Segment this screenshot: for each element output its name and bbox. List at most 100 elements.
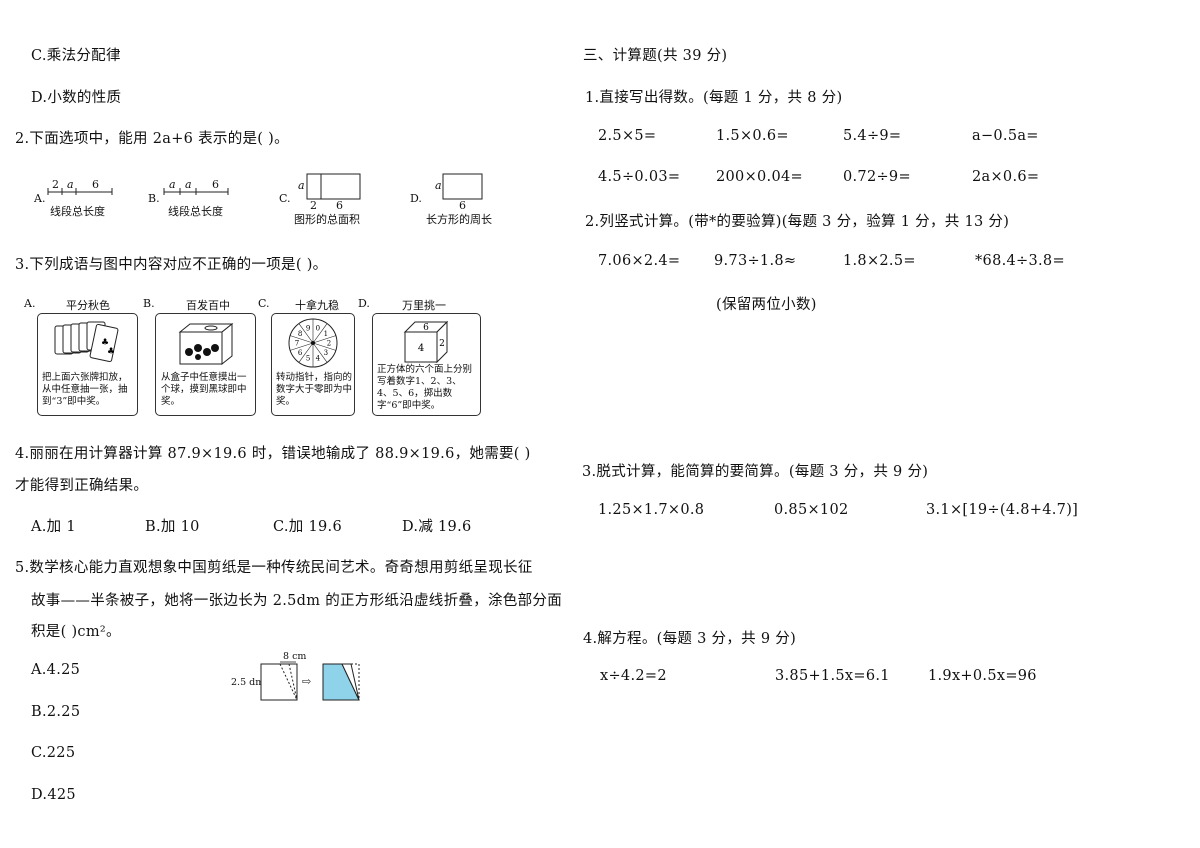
calc1-r1-c1: 2.5×5= [598,128,657,144]
calc4-c1: x÷4.2=2 [600,668,667,684]
calc2-c4: *68.4÷3.8= [975,253,1065,269]
q3-stem: 3.下列成语与图中内容对应不正确的一项是( )。 [15,257,328,273]
calc1-r2-c1: 4.5÷0.03= [598,169,681,185]
spinner-digit: 4 [316,355,321,363]
spinner-digit: 8 [298,330,302,338]
q2-opt-c-side: a [298,179,305,192]
arrow-right-icon: ⇨ [302,675,312,688]
q3-card-b-title: 百发百中 [186,299,230,312]
calc4-c2: 3.85+1.5x=6.1 [775,668,890,684]
calc1-r1-c3: 5.4÷9= [843,128,902,144]
q2-opt-a-letter: A. [34,192,46,205]
q3-card-a: ♣ ♣ 把上面六张牌扣放，从中任意抽一张，抽到“3”即中奖。 [37,313,138,416]
calc3-c2: 0.85×102 [774,502,849,518]
number-cube-icon: 6 4 2 [403,320,449,364]
svg-text:♣: ♣ [101,338,109,348]
calc2-c1: 7.06×2.4= [598,253,681,269]
calc3-title: 3.脱式计算，能简算的要简算。(每题 3 分，共 9 分) [582,464,929,480]
q2-opt-c-rectangles [306,173,361,200]
q5-line2: 故事——半条被子，她将一张边长为 2.5dm 的正方形纸沿虚线折叠，涂色部分面 [31,593,563,609]
calc1-r2-c3: 0.72÷9= [843,169,911,185]
q2-opt-d-caption: 长方形的周长 [426,213,492,226]
q2-opt-b-num2: a [185,178,192,191]
q2-opt-b-num3: 6 [212,178,219,191]
q2-stem: 2.下面选项中，能用 2a+6 表示的是( )。 [15,131,289,147]
cube-face-top: 6 [423,323,429,333]
calc1-r2-c4: 2a×0.6= [972,169,1040,185]
q3-card-d-letter: D. [358,297,370,310]
q3-card-b: 从盒子中任意摸出一个球，摸到黑球即中奖。 [155,313,256,416]
playing-cards-icon: ♣ ♣ [54,321,119,363]
calc3-c1: 1.25×1.7×0.8 [598,502,705,518]
q2-opt-a-segment [47,188,113,195]
spinner-digit: 9 [306,324,310,332]
q5-option-a: A.4.25 [31,662,81,678]
ball-box-icon [178,322,234,366]
q3-card-d-title: 万里挑一 [402,299,446,312]
q1-option-d: D.小数的性质 [31,90,122,106]
q2-opt-d-rectangle [442,173,483,200]
q3-card-a-text: 把上面六张牌扣放，从中任意抽一张，抽到“3”即中奖。 [42,372,128,407]
q4-option-d: D.减 19.6 [402,519,472,535]
q5-paper-figure [260,661,360,701]
calc1-title: 1.直接写出得数。(每题 1 分，共 8 分) [585,90,843,106]
spinner-digit: 7 [295,340,299,348]
cube-face-side: 2 [439,339,445,349]
calc4-c3: 1.9x+0.5x=96 [928,668,1037,684]
q4-line2: 才能得到正确结果。 [15,478,149,494]
q3-card-c-text: 转动指针，指向的数字大于零即为中奖。 [276,372,353,407]
q2-opt-d-num: 6 [459,199,466,212]
calc2-c2: 9.73÷1.8≈ [714,253,797,269]
q3-card-c-letter: C. [258,297,270,310]
q3-card-a-letter: A. [24,297,36,310]
q5-fig-top-label: 8 cm [283,651,307,662]
q2-opt-b-letter: B. [148,192,160,205]
q2-opt-c-num2: 6 [336,199,343,212]
q3-card-b-letter: B. [143,297,155,310]
section-title: 三、计算题(共 39 分) [583,48,728,64]
q3-card-c-title: 十拿九稳 [295,299,339,312]
q5-option-c: C.225 [31,745,76,761]
spinner-digit: 5 [306,355,310,363]
calc2-title: 2.列竖式计算。(带*的要验算)(每题 3 分，验算 1 分，共 13 分) [585,214,1010,230]
q2-opt-a-num3: 6 [92,178,99,191]
q2-opt-a-num1: 2 [52,178,59,191]
q5-line1: 5.数学核心能力直观想象中国剪纸是一种传统民间艺术。奇奇想用剪纸呈现长征 [15,560,533,576]
spinner-digit: 3 [324,349,328,357]
q4-option-c: C.加 19.6 [273,519,342,535]
calc1-r1-c2: 1.5×0.6= [716,128,789,144]
q3-card-d: 6 4 2 正方体的六个面上分别写着数字1、2、3、4、5、6，掷出数字“6”即… [372,313,481,416]
svg-text:♣: ♣ [107,347,115,357]
q4-option-b: B.加 10 [145,519,200,535]
q3-card-a-title: 平分秋色 [66,299,110,312]
calc2-note: (保留两位小数) [716,297,817,313]
q2-opt-b-segment [163,188,229,195]
spinner-digit: 2 [327,340,331,348]
cube-face-front: 4 [418,343,424,354]
spinner-digit: 6 [298,349,303,357]
q4-line1: 4.丽丽在用计算器计算 87.9×19.6 时，错误地输成了 88.9×19.6… [15,446,531,462]
q5-option-d: D.425 [31,787,76,803]
q5-fig-side-label: 2.5 dm [231,677,265,688]
q4-option-a: A.加 1 [31,519,76,535]
q2-opt-a-num2: a [67,178,74,191]
q2-opt-b-caption: 线段总长度 [168,205,223,218]
calc2-c3: 1.8×2.5= [843,253,916,269]
q3-card-b-text: 从盒子中任意摸出一个球，摸到黑球即中奖。 [161,372,247,407]
q2-opt-b-num1: a [169,178,176,191]
spinner-digit: 1 [324,330,328,338]
q2-opt-c-num1: 2 [310,199,317,212]
q5-option-b: B.2.25 [31,704,81,720]
q5-line3: 积是( )cm²。 [31,624,121,640]
q3-card-d-text: 正方体的六个面上分别写着数字1、2、3、4、5、6，掷出数字“6”即中奖。 [377,364,473,411]
calc4-title: 4.解方程。(每题 3 分，共 9 分) [583,631,797,647]
q2-opt-c-caption: 图形的总面积 [294,213,360,226]
q2-opt-d-side: a [435,179,442,192]
calc1-r1-c4: a−0.5a= [972,128,1039,144]
spinner-digit: 0 [316,324,320,332]
calc3-c3: 3.1×[19÷(4.8+4.7)] [926,502,1079,518]
q2-opt-c-letter: C. [279,192,291,205]
q1-option-c: C.乘法分配律 [31,48,121,64]
